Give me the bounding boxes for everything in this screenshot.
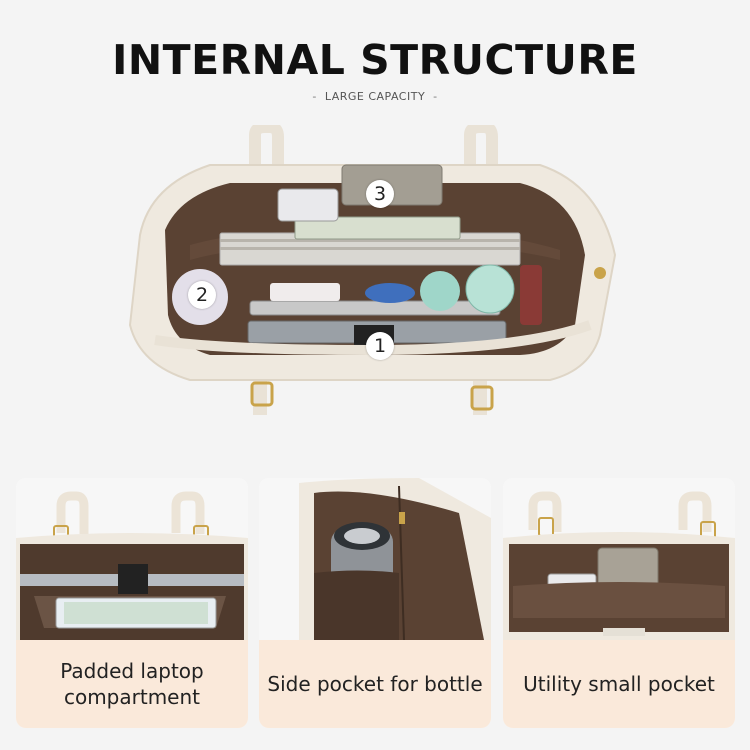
page-subtitle: -LARGE CAPACITY-	[0, 90, 750, 103]
subtitle-text: LARGE CAPACITY	[324, 90, 426, 103]
page-title: INTERNAL STRUCTURE	[112, 36, 638, 84]
subtitle-dash-right: -	[433, 90, 438, 103]
caption-laptop: Padded laptop compartment	[16, 640, 248, 728]
card-utility-pocket: Utility small pocket	[503, 478, 735, 728]
marker-2: 2	[188, 281, 216, 309]
card-bottle-pocket: Side pocket for bottle	[259, 478, 491, 728]
card-laptop-compartment: Padded laptop compartment	[16, 478, 248, 728]
utility-pocket-image	[503, 478, 735, 640]
marker-1: 1	[366, 332, 394, 360]
bottle-pocket-image	[259, 478, 491, 640]
subtitle-dash-left: -	[312, 90, 317, 103]
bag-illustration	[128, 121, 617, 415]
caption-utility: Utility small pocket	[503, 640, 735, 728]
marker-3: 3	[366, 180, 394, 208]
laptop-compartment-image	[16, 478, 248, 640]
bag-interior-image: 1 2 3	[120, 121, 630, 425]
caption-bottle: Side pocket for bottle	[259, 640, 491, 728]
